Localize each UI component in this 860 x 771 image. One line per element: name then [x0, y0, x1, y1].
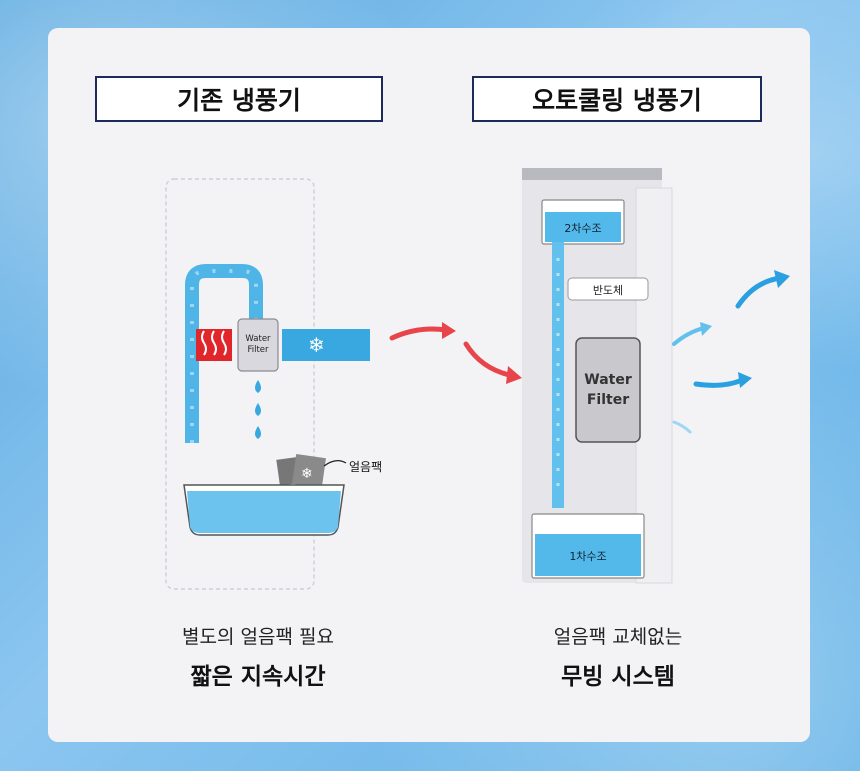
heat-block — [196, 329, 232, 361]
cold-block — [282, 329, 370, 361]
right-caption-line1: 얼음팩 교체없는 — [553, 626, 683, 648]
tank2-label: 2차수조 — [564, 222, 601, 235]
pipe-loop — [185, 264, 263, 443]
red-arrow-head — [506, 366, 522, 384]
autocooling-cooler-diagram: 2차수조 반도체 Water Filter 1차수조 — [522, 168, 673, 584]
heat-waves-icon — [201, 330, 227, 356]
filter-label-line1: Water — [584, 372, 632, 388]
blue-arrow — [672, 420, 692, 434]
water-drop-icon — [255, 403, 261, 416]
left-title: 기존 냉풍기 — [95, 76, 383, 122]
filter-label-line2: Filter — [247, 345, 269, 355]
left-caption: 별도의 얼음팩 필요 짧은 지속시간 — [108, 622, 408, 691]
left-caption-line1: 별도의 얼음팩 필요 — [182, 626, 334, 648]
right-caption: 얼음팩 교체없는 무빙 시스템 — [468, 622, 768, 691]
right-title: 오토쿨링 냉풍기 — [472, 76, 762, 122]
snowflake-icon: ❄ — [308, 333, 325, 357]
tank2-water — [545, 212, 621, 242]
basin-water — [187, 491, 341, 533]
blue-arrow-head — [700, 322, 712, 336]
water-drop-icon — [255, 380, 261, 393]
blue-arrow — [672, 326, 706, 346]
water-filter — [237, 318, 279, 372]
red-arrow — [389, 326, 449, 341]
water-pipe — [552, 242, 564, 508]
blue-arrow-head — [738, 372, 752, 388]
blue-arrow — [735, 275, 783, 309]
dashed-outline — [165, 178, 315, 590]
filter-label-line1: Water — [245, 334, 271, 344]
blue-arrow-head — [774, 270, 790, 288]
tank1-water — [535, 534, 641, 576]
filter-label-line2: Filter — [587, 392, 629, 408]
semiconductor-label: 반도체 — [593, 284, 623, 297]
left-caption-line2: 짧은 지속시간 — [190, 664, 326, 690]
pointer-line — [323, 460, 347, 467]
water-drop-icon — [255, 426, 261, 439]
red-arrow — [463, 341, 517, 379]
airflow-arrows-in — [389, 322, 522, 384]
conventional-cooler-diagram: ❄ Water Filter ❄ 얼음팩 — [165, 178, 382, 590]
water-filter — [575, 337, 641, 443]
semiconductor — [567, 277, 649, 301]
right-caption-line2: 무빙 시스템 — [561, 664, 675, 690]
snowflake-icon: ❄ — [301, 466, 313, 482]
device-top — [522, 168, 662, 180]
blue-arrow — [693, 377, 745, 388]
tank1-label: 1차수조 — [569, 550, 606, 563]
ice-pack-label: 얼음팩 — [349, 460, 382, 474]
comparison-card: 기존 냉풍기 ❄ Water Filter ❄ 얼음팩 별도의 얼음팩 필요 짧… — [48, 28, 810, 742]
red-arrow-head — [442, 322, 456, 339]
ice-pack — [292, 454, 326, 488]
airflow-arrows-out — [672, 270, 790, 434]
